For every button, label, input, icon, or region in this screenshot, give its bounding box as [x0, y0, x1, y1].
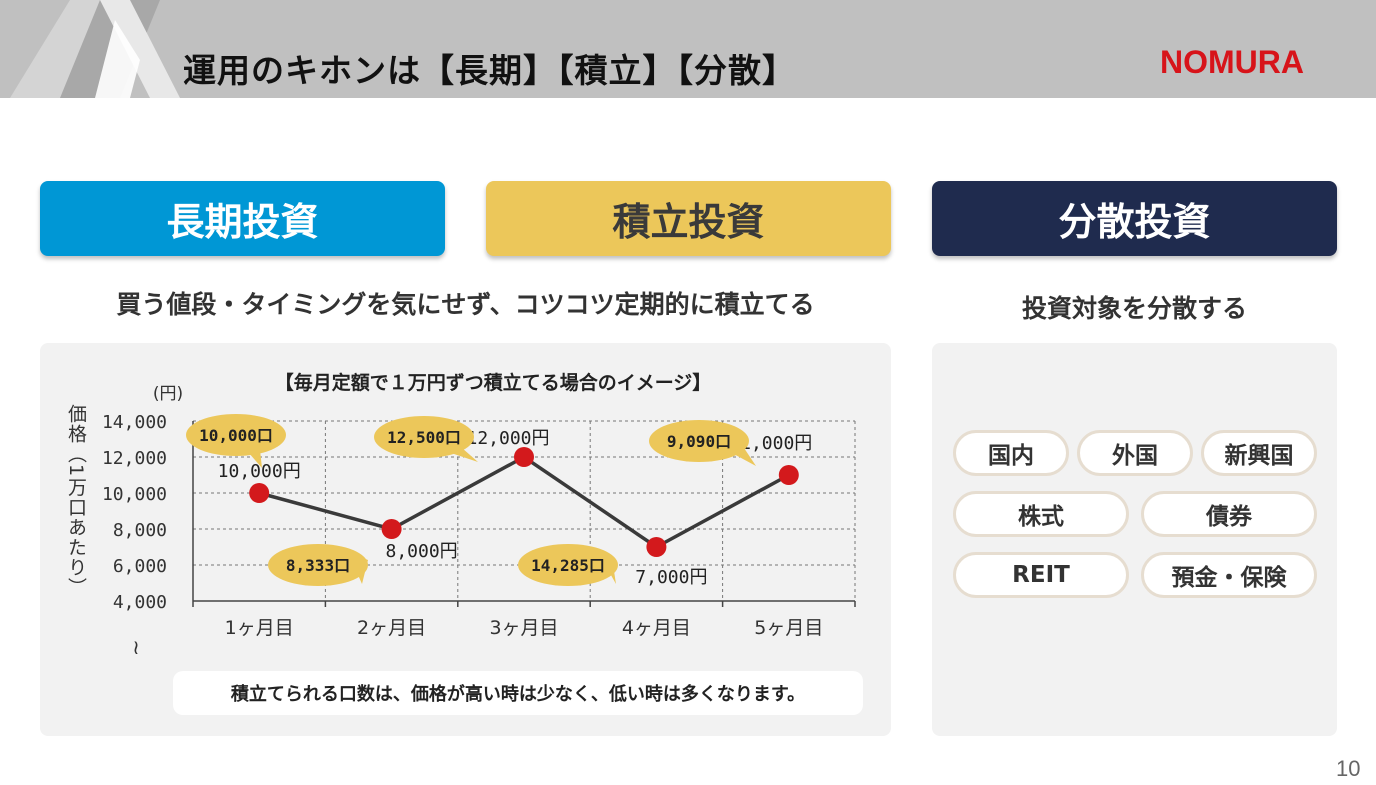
data-label: 7,000円: [635, 567, 707, 588]
tags-panel: [932, 343, 1337, 736]
y-tick-label: 4,000: [113, 592, 167, 613]
slide-title: 運用のキホンは【長期】【積立】【分散】: [183, 51, 796, 90]
category-long-term: 長期投資: [40, 181, 445, 256]
data-point: [646, 537, 667, 557]
chart-title: 【毎月定額で１万円ずつ積立てる場合のイメージ】: [275, 371, 712, 394]
page-number: 10: [1336, 756, 1361, 781]
speech-bubble: [186, 414, 286, 456]
chart-note: 積立てられる口数は、価格が高い時は少なく、低い時は多くなります。: [173, 671, 863, 715]
y-axis-unit: (円): [153, 384, 183, 404]
tag-domestic: 国内: [953, 430, 1069, 476]
y-tick-label: 10,000: [102, 484, 167, 505]
data-label: 11,000円: [729, 433, 812, 454]
y-tick-label: 8,000: [113, 520, 167, 541]
x-tick-label: 5ヶ月目: [754, 617, 823, 639]
header-decoration: [10, 0, 180, 98]
tag-emerging: 新興国: [1201, 430, 1317, 476]
data-point: [249, 483, 270, 503]
data-point: [514, 447, 534, 467]
tag-bonds: 債券: [1141, 491, 1317, 537]
data-label: 10,000円: [218, 461, 301, 482]
x-tick-label: 1ヶ月目: [225, 617, 294, 639]
series-line: [258, 454, 790, 550]
category-accumulation: 積立投資: [486, 181, 891, 256]
data-point: [381, 519, 402, 539]
speech-bubble: [518, 544, 618, 586]
units-bought-label: 14,285口: [531, 556, 605, 575]
y-axis-label: 価格（1万口あたり）: [65, 404, 87, 597]
units-bought-label: 8,333口: [286, 556, 350, 575]
units-bought-label: 9,090口: [667, 432, 731, 451]
x-tick-label: 4ヶ月目: [622, 617, 691, 639]
tag-stocks: 株式: [953, 491, 1129, 537]
nomura-logo: NOMURA: [1160, 44, 1304, 80]
speech-bubble: [268, 544, 368, 586]
category-diversification: 分散投資: [932, 181, 1337, 256]
tag-deposit-insurance: 預金・保険: [1141, 552, 1317, 598]
data-label: 12,000円: [466, 428, 549, 449]
y-tick-label: 12,000: [102, 448, 167, 469]
x-tick-label: 3ヶ月目: [489, 617, 558, 639]
y-tick-label: 6,000: [113, 556, 167, 577]
data-label: 8,000円: [386, 541, 458, 562]
units-bought-label: 12,500口: [387, 428, 461, 447]
speech-bubble: [649, 420, 749, 462]
data-point: [778, 465, 799, 485]
accumulation-description: 買う値段・タイミングを気にせず、コツコツ定期的に積立てる: [116, 290, 815, 319]
header-bar: 運用のキホンは【長期】【積立】【分散】 NOMURA: [0, 0, 1376, 98]
speech-bubble: [374, 416, 474, 458]
x-tick-label: 2ヶ月目: [357, 617, 426, 639]
diversification-description: 投資対象を分散する: [1021, 294, 1247, 323]
axis-break-mark: ≀: [132, 635, 140, 659]
chart-panel: [40, 343, 891, 736]
tag-foreign: 外国: [1077, 430, 1193, 476]
y-tick-label: 14,000: [102, 412, 167, 433]
tag-reit: REIT: [953, 552, 1129, 598]
units-bought-label: 10,000口: [199, 426, 273, 445]
